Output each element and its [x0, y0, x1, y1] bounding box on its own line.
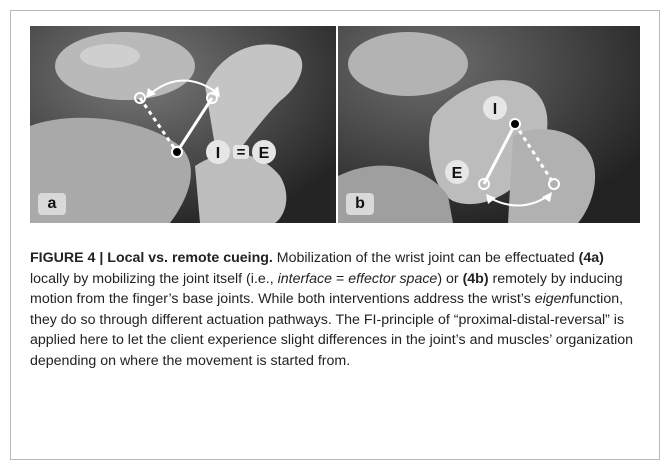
photo-b-marker-open-right [548, 178, 560, 190]
photo-b-motion-arc [489, 195, 549, 207]
photo-b-solid-line [482, 123, 517, 185]
photo-a-badge-e-circle [252, 140, 276, 164]
photo-b-badge-i: I [493, 101, 497, 118]
photo-b-badge-e: E [452, 165, 463, 182]
photo-b-arc-arrowhead-right [542, 192, 552, 202]
photo-a-motion-arc [149, 79, 217, 95]
photo-a-badge-e: E [259, 145, 270, 162]
caption-text-6: function, they do so through different a… [30, 291, 634, 369]
photo-b-dotted-line [513, 123, 556, 185]
photo-a-arc-arrowhead-right [210, 86, 220, 97]
figure-panels: I = E a [30, 26, 640, 223]
photo-b-arc-arrowhead-left [486, 194, 496, 204]
photo-b-therapist-hand-right [508, 129, 596, 223]
photo-a-illustration: I = E [30, 26, 336, 223]
figure-caption: FIGURE 4 | Local vs. remote cueing. Mobi… [30, 248, 642, 371]
photo-b-marker-open-left [478, 178, 490, 190]
photo-a-badge-i: I [216, 145, 220, 162]
caption-heading: FIGURE 4 | Local vs. remote cueing. [30, 250, 273, 266]
photo-a-therapist-hand-right [195, 153, 287, 223]
photo-panel-b: I E b [338, 26, 640, 223]
caption-ref-4b: (4b) [462, 270, 489, 287]
photo-b-badge-i-circle [483, 96, 507, 120]
caption-text-5: remotely by inducing motion from the fin… [30, 270, 623, 308]
caption-italic-eigen: eigen [534, 291, 570, 307]
photo-a-marker-open-right [206, 92, 218, 104]
photo-a-pivot-marker [171, 146, 183, 158]
panel-label-a: a [38, 193, 66, 215]
photo-a-badge-eq: = [237, 144, 246, 161]
caption-italic-effector-space: effector space [348, 270, 438, 287]
caption-ref-4a: (4a) [578, 250, 604, 266]
caption-text-1: Mobilization of the wrist joint can be e… [272, 250, 579, 266]
photo-a-badge-eq-box [233, 145, 249, 159]
photo-a-marker-open-left [134, 92, 146, 104]
photo-a-therapist-hand-left [30, 117, 191, 223]
photo-b-face [348, 32, 468, 96]
photo-a-dotted-line [138, 97, 179, 153]
photo-b-badge-e-circle [445, 160, 469, 184]
photo-a-raised-hand [205, 44, 303, 156]
panel-label-b: b [346, 193, 374, 215]
caption-text-3: = [332, 270, 349, 287]
photo-a-solid-line [175, 97, 214, 153]
caption-italic-interface: interface [277, 270, 333, 287]
photo-b-illustration: I E [338, 26, 640, 223]
photo-b-pivot-marker [509, 118, 521, 130]
photo-panel-a: I = E a [30, 26, 336, 223]
figure-frame [10, 10, 660, 460]
photo-a-arc-arrowhead-left [146, 88, 156, 98]
caption-text-2: locally by mobilizing the joint itself (… [30, 270, 278, 287]
photo-a-face-highlight [80, 44, 140, 68]
caption-text-4: ) or [437, 270, 463, 287]
photo-a-badge-i-circle [206, 140, 230, 164]
